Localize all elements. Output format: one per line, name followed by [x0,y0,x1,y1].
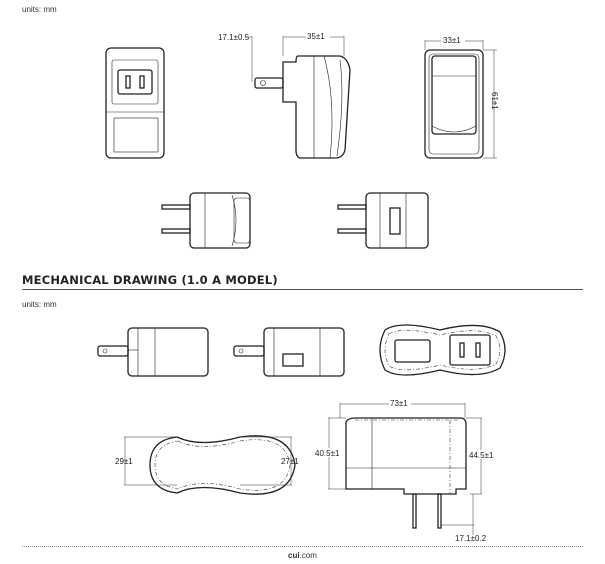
drawing-1a-end-view: 29±1 27±1 [115,435,299,495]
dim-end-right: 27±1 [281,457,299,466]
footer-divider [22,546,583,547]
drawing-front-view [105,47,165,159]
drawing-1a-side-usb [233,327,345,377]
drawing-1a-plug-face [379,324,506,376]
drawing-1a-front-view: 73±1 40.5±1 44.5±1 17.1±0.2 [314,399,496,543]
dim-depth: 35±1 [307,32,325,41]
dim-height-left: 40.5±1 [315,449,340,458]
drawing-side-view: 17.1±0.5 35±1 [218,32,351,159]
dim-height: 61±1 [490,92,499,110]
dim-length: 73±1 [390,399,408,408]
footer-domain: .com [299,551,317,560]
dim-height-right: 44.5±1 [469,451,494,460]
heading-divider [22,289,583,290]
units-label-top: units: mm [22,5,57,14]
dim-width: 33±1 [443,36,461,45]
dim-plug-length-1a: 17.1±0.2 [455,534,487,543]
section-heading: MECHANICAL DRAWING (1.0 A MODEL) [22,273,278,287]
dim-end-left: 29±1 [115,457,133,466]
drawing-top-view-left [161,192,251,249]
units-label-bottom: units: mm [22,300,57,309]
dim-plug-length: 17.1±0.5 [218,33,250,42]
drawing-back-view: 33±1 61±1 [424,36,499,159]
footer-link[interactable]: cui.com [0,551,605,560]
drawing-top-view-right [337,192,429,249]
drawing-1a-side-left [97,327,209,377]
footer-brand: cui [288,551,300,560]
